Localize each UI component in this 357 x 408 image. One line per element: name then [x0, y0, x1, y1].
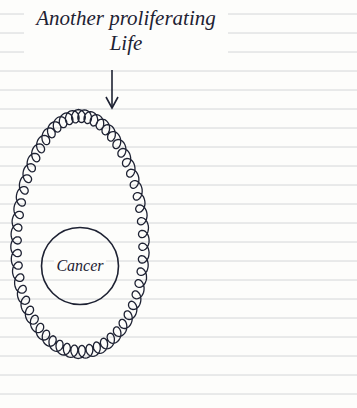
node-label: Cancer — [54, 256, 105, 276]
ruled-line — [0, 185, 357, 186]
ruled-line — [0, 242, 357, 243]
ruled-line — [0, 90, 357, 91]
proliferating-life-outline: Another proliferating LifeCancer — [2, 4, 228, 360]
arrow-shaft — [111, 70, 113, 106]
ruled-line — [0, 280, 357, 281]
ruled-line — [0, 71, 357, 72]
loop-chain-outline — [2, 4, 228, 360]
ruled-line — [0, 223, 357, 224]
ruled-line — [0, 204, 357, 205]
cancer-circle: Cancer — [40, 226, 120, 306]
ruled-line — [0, 318, 357, 319]
arrow-head — [106, 97, 118, 108]
ruled-line — [0, 337, 357, 338]
ruled-line — [0, 356, 357, 357]
ruled-line — [0, 109, 357, 110]
ruled-line — [0, 375, 357, 376]
ruled-line — [0, 166, 357, 167]
ruled-line — [0, 299, 357, 300]
ruled-line — [0, 147, 357, 148]
handwritten-note: Another proliferating Life — [24, 6, 228, 56]
ruled-line — [0, 394, 357, 395]
